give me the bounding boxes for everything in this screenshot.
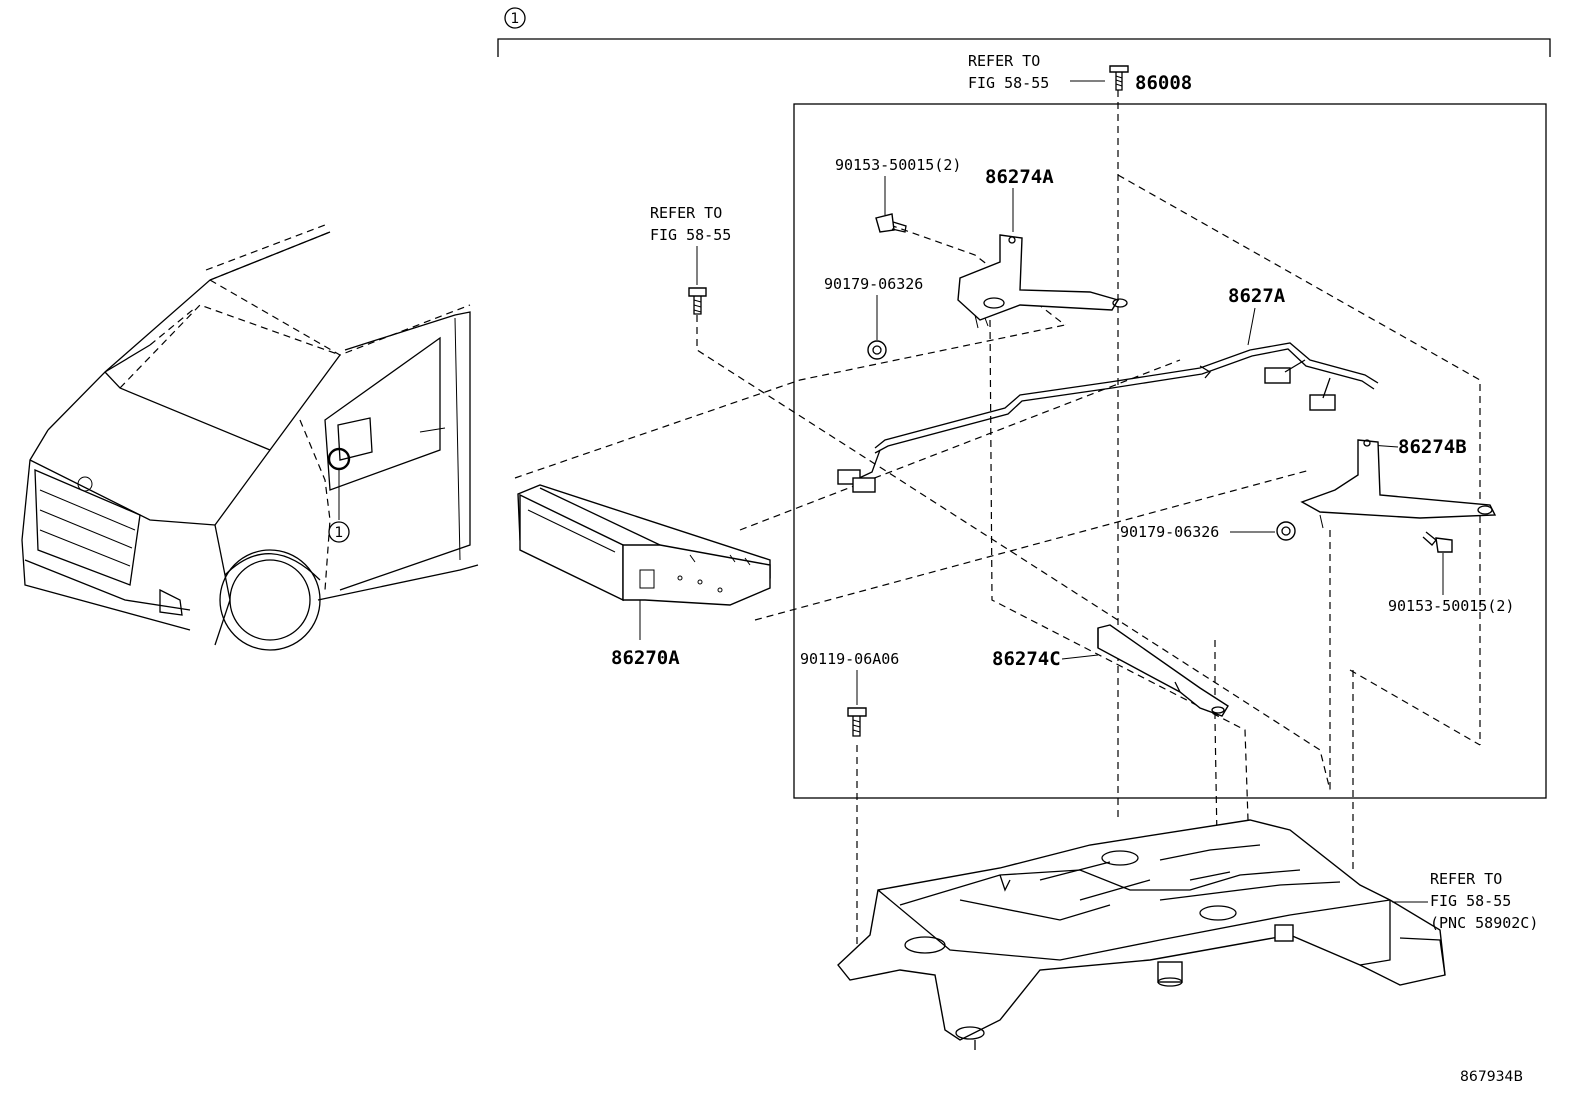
part-number-86270A: 86270A [611, 647, 680, 669]
part-number-86274B: 86274B [1398, 436, 1467, 458]
callout-assembly-number: 1 [511, 11, 520, 27]
callout-vehicle-number: 1 [335, 525, 344, 541]
floor-panel-part [837, 819, 1446, 1050]
bolt-90119 [847, 707, 867, 737]
part-number-90153-right: 90153-50015(2) [1388, 597, 1514, 615]
wire-harness-8627A [837, 342, 1379, 493]
part-number-86008: 86008 [1135, 72, 1192, 94]
bolt-86008 [1109, 65, 1129, 91]
bracket-86274A [957, 234, 1128, 329]
part-number-86274A: 86274A [985, 166, 1054, 188]
part-number-90179-right: 90179-06326 [1120, 523, 1219, 541]
assembly-box [793, 103, 1547, 799]
part-number-86274C: 86274C [992, 648, 1061, 670]
bracket-86274B [1300, 439, 1497, 529]
nut-90179-right [1276, 521, 1296, 541]
assembly-bracket: 1 [497, 7, 1551, 57]
bracket-86274C [1097, 624, 1229, 717]
bolt-90153-right [1422, 531, 1453, 553]
fig-ref-label-top: FIG 58-55 [968, 74, 1049, 92]
pnc-ref-label-bottom: (PNC 58902C) [1430, 914, 1538, 932]
part-number-90179-top: 90179-06326 [824, 275, 923, 293]
fig-ref-label-left: FIG 58-55 [650, 226, 731, 244]
part-number-8627A: 8627A [1228, 285, 1286, 307]
vehicle-illustration [21, 224, 479, 651]
bolt-refer-left [688, 287, 707, 315]
refer-to-label-left: REFER TO [650, 204, 722, 222]
callout-vehicle: 1 [328, 521, 350, 543]
bolt-90153-top [875, 213, 907, 233]
fig-ref-label-bottom: FIG 58-55 [1430, 892, 1511, 910]
part-number-90119: 90119-06A06 [800, 650, 899, 668]
nut-90179-top [867, 340, 887, 360]
diagram-code: 867934B [1460, 1069, 1523, 1085]
audio-unit-86270A [517, 484, 771, 606]
refer-to-label-top: REFER TO [968, 52, 1040, 70]
refer-to-label-bottom: REFER TO [1430, 870, 1502, 888]
assembly-guide-lines [514, 90, 1481, 945]
part-number-90153-top: 90153-50015(2) [835, 156, 961, 174]
